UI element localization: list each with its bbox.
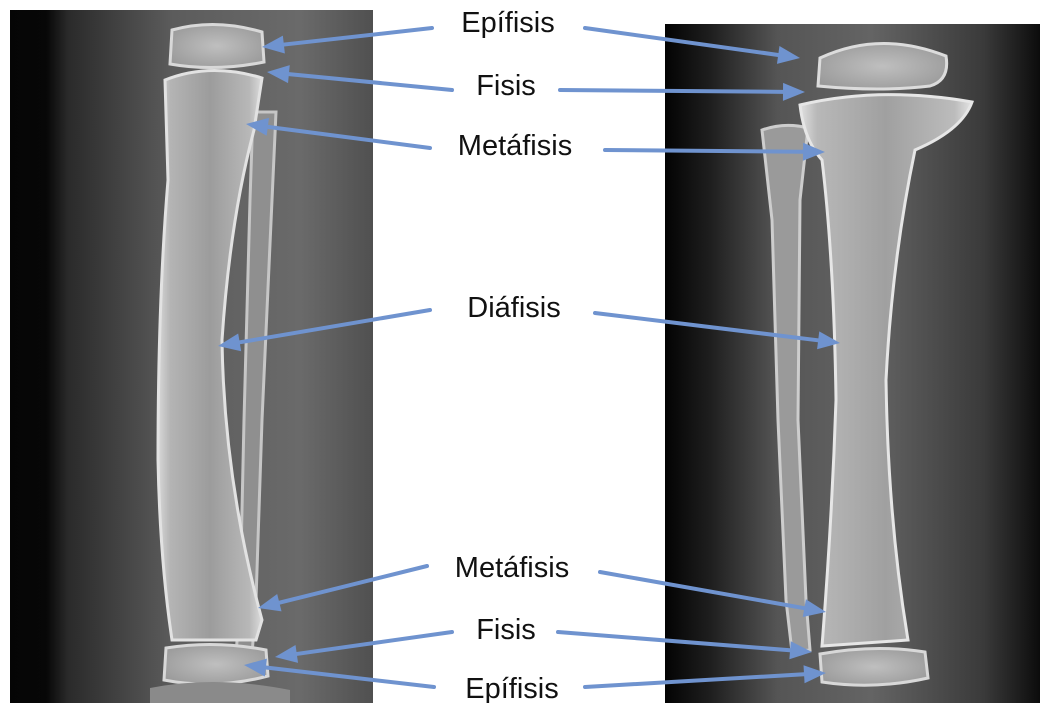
arrow-fisis-top-right-shaft: [560, 90, 783, 92]
labels-group: Epífisis Fisis Metáfisis Diáfisis Metáfi…: [455, 7, 572, 703]
left-xray-image: [10, 10, 373, 703]
right-bottom-epiphysis: [820, 648, 928, 685]
label-metafisis-top: Metáfisis: [458, 130, 572, 162]
right-top-epiphysis: [818, 43, 947, 89]
right-xray-image: [665, 24, 1040, 703]
label-fisis-top: Fisis: [476, 70, 536, 102]
label-fisis-bottom: Fisis: [476, 614, 536, 646]
label-diafisis: Diáfisis: [467, 292, 560, 324]
label-metafisis-bottom: Metáfisis: [455, 552, 569, 584]
label-epifisis-top: Epífisis: [461, 7, 554, 39]
arrow-metafisis-top-right-shaft: [605, 150, 803, 152]
left-top-epiphysis: [170, 24, 264, 67]
label-epifisis-bottom: Epífisis: [465, 673, 558, 703]
